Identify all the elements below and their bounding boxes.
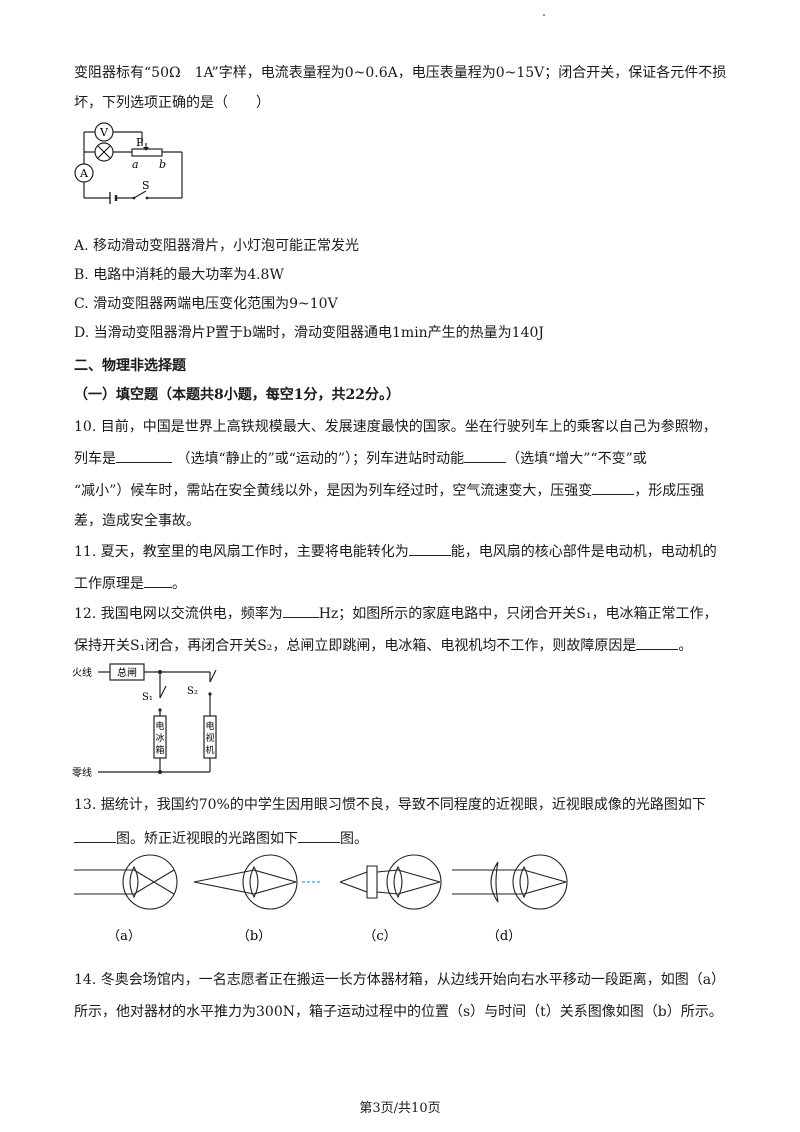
- tv-label-1: 电: [205, 720, 214, 732]
- answer-blank: [298, 827, 340, 843]
- answer-blank: [144, 572, 172, 588]
- end-b-label: b: [159, 158, 166, 171]
- q11-line-2: 工作原理是。: [74, 572, 740, 594]
- answer-blank: [592, 479, 635, 495]
- q13-line-2: 图。矫正近视眼的光路图如下图。: [74, 827, 740, 849]
- q13-line-1: 13. 据统计，我国约70%的中学生因用眼习惯不良，导致不同程度的近视眼，近视眼…: [74, 797, 706, 813]
- tv-label-3: 机: [205, 744, 214, 756]
- diagram-a-label: （a）: [107, 929, 141, 944]
- q14-line-1: 14. 冬奥会场馆内，一名志愿者正在搬运一长方体器材箱，从边线开始向右水平移动一…: [74, 972, 726, 988]
- switch-label: S: [142, 179, 150, 192]
- q10-line-4: 差，造成安全事故。: [74, 513, 200, 529]
- q9-line-2: 坏，下列选项正确的是（ ）: [74, 95, 270, 111]
- q9-option-c: C. 滑动变阻器两端电压变化范围为9~10V: [74, 296, 338, 312]
- fridge-label-3: 箱: [155, 744, 164, 756]
- diagram-c-label: （c）: [363, 929, 396, 944]
- answer-blank: [282, 602, 319, 618]
- s2-label: S₂: [187, 686, 198, 697]
- fridge-label-1: 电: [155, 720, 164, 732]
- q12-line-2: 保持开关S₁闭合，再闭合开关S₂，总闸立即跳闸，电冰箱、电视机均不工作，则故障原…: [74, 634, 740, 656]
- answer-blank: [116, 447, 172, 463]
- ammeter-label: A: [79, 167, 89, 180]
- live-wire-label: 火线: [72, 666, 92, 679]
- corner-dot: [543, 14, 545, 16]
- section-subheading: （一）填空题（本题共8小题，每空1分，共22分。）: [74, 387, 400, 403]
- diagram-d-label: （d）: [487, 929, 521, 944]
- q9-option-a: A. 移动滑动变阻器滑片，小灯泡可能正常发光: [74, 238, 360, 254]
- q10-line-3: “减小”）候车时，需站在安全黄线以外，是因为列车经过时，空气流速变大，压强变，形…: [74, 479, 740, 501]
- q9-option-d: D. 当滑动变阻器滑片P置于b端时，滑动变阻器通电1min产生的热量为140J: [74, 325, 545, 341]
- voltmeter-label: V: [99, 126, 109, 139]
- section-heading: 二、物理非选择题: [74, 358, 186, 374]
- q13-eye-diagrams: （a） （b） （c） （d）: [74, 854, 568, 944]
- q14-line-2: 所示，他对器材的水平推力为300N，箱子运动过程中的位置（s）与时间（t）关系图…: [74, 1004, 723, 1020]
- answer-blank: [464, 447, 507, 463]
- answer-blank: [408, 540, 451, 556]
- answer-blank: [636, 634, 679, 650]
- slider-label: P: [136, 136, 144, 149]
- page-footer: 第3页/共10页: [359, 1101, 441, 1116]
- q9-option-b: B. 电路中消耗的最大功率为4.8W: [74, 267, 284, 283]
- q11-line-1: 11. 夏天，教室里的电风扇工作时，主要将电能转化为能，电风扇的核心部件是电动机…: [74, 540, 740, 562]
- q12-household-circuit: 火线 零线 总闸 S₁ S₂ 电 冰 箱 电 视 机: [72, 663, 217, 778]
- tv-label-2: 视: [205, 732, 214, 744]
- q10-line-2: 列车是 （选填“静止的”或“运动的”）；列车进站时动能（选填“增大”“不变”或: [74, 447, 740, 469]
- s1-label: S₁: [142, 692, 153, 703]
- main-switch-label: 总闸: [117, 666, 137, 679]
- q10-line-1: 10. 目前，中国是世界上高铁规模最大、发展速度最快的国家。坐在行驶列车上的乘客…: [74, 419, 717, 435]
- end-a-label: a: [132, 158, 139, 171]
- neutral-wire-label: 零线: [72, 766, 92, 778]
- fridge-label-2: 冰: [155, 732, 164, 744]
- answer-blank: [74, 827, 116, 843]
- q9-circuit-diagram: V A P a b S: [74, 122, 183, 204]
- q9-line-1: 变阻器标有“50Ω 1A”字样，电流表量程为0~0.6A，电压表量程为0~15V…: [74, 65, 727, 81]
- diagram-b-label: （b）: [237, 929, 271, 944]
